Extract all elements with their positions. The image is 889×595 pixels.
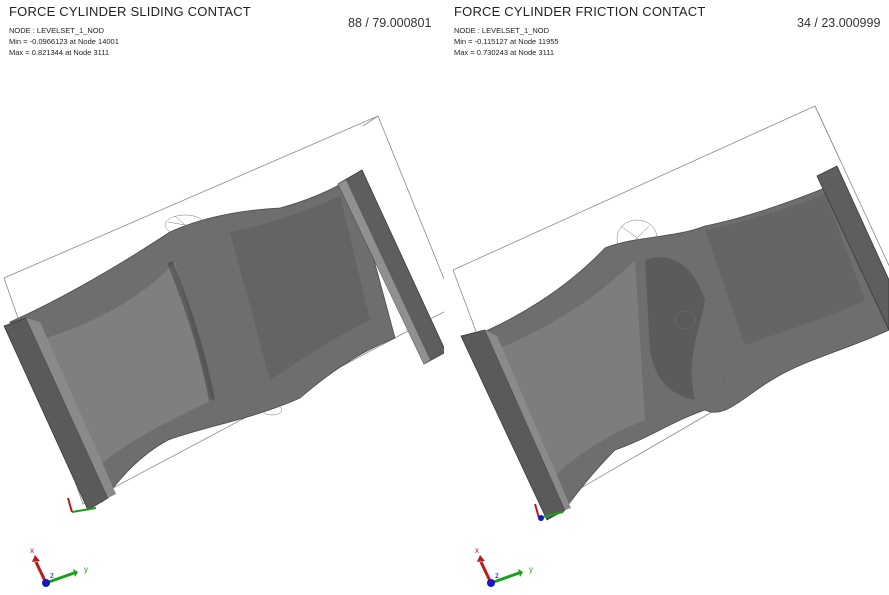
- min-value: Min = -0.115127 at Node 11955: [454, 37, 559, 46]
- y-axis-label: y: [529, 565, 533, 574]
- contact-wireframe: [616, 219, 729, 389]
- contact-wireframe: [164, 214, 283, 416]
- frame-time-counter: 88 / 79.000801: [348, 16, 432, 30]
- viewport-title: FORCE CYLINDER FRICTION CONTACT: [454, 4, 706, 19]
- fe-model-view[interactable]: [445, 0, 889, 595]
- end-plate-right: [816, 165, 889, 331]
- node-label: NODE : LEVELSET_1_NOD: [454, 26, 550, 35]
- fe-model-view[interactable]: [0, 0, 444, 595]
- axis-triad: x z y: [475, 546, 533, 587]
- viewport-right[interactable]: FORCE CYLINDER FRICTION CONTACT NODE : L…: [445, 0, 889, 595]
- node-label: NODE : LEVELSET_1_NOD: [9, 26, 105, 35]
- x-axis-label: x: [30, 546, 34, 555]
- axis-triad: x z y: [30, 546, 88, 587]
- viewport-left[interactable]: FORCE CYLINDER SLIDING CONTACT NODE : LE…: [0, 0, 444, 595]
- frame-time-counter: 34 / 23.000999: [797, 16, 881, 30]
- z-axis-label: z: [495, 571, 499, 580]
- z-axis-label: z: [50, 571, 54, 580]
- min-value: Min = -0.0966123 at Node 14001: [9, 37, 119, 46]
- max-value: Max = 0.821344 at Node 3111: [9, 48, 110, 57]
- x-axis-label: x: [475, 546, 479, 555]
- y-axis-label: y: [84, 565, 88, 574]
- max-value: Max = 0.730243 at Node 3111: [454, 48, 555, 57]
- viewport-title: FORCE CYLINDER SLIDING CONTACT: [9, 4, 251, 19]
